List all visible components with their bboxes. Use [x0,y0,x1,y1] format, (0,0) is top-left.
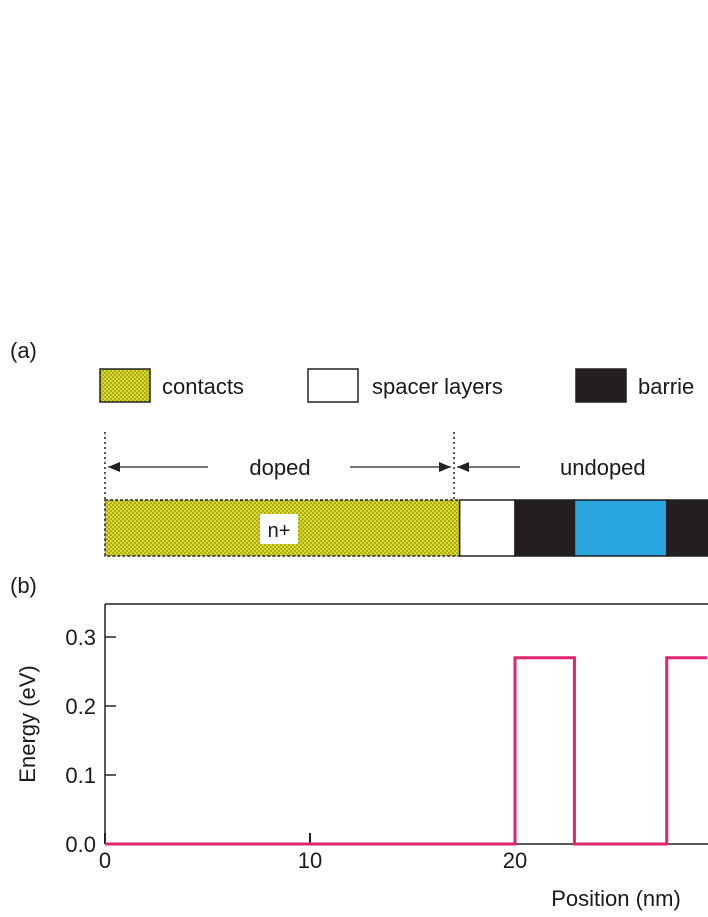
nplus-label: n+ [268,520,291,542]
undoped-arrow-head [457,462,469,472]
panel-b-label: (b) [10,573,37,598]
y-tick-label: 0.1 [65,763,96,788]
x-tick-label: 10 [298,848,322,873]
x-axis-label: Position (nm) [551,886,681,911]
y-tick-label: 0.2 [65,694,96,719]
layer-structure-bar [104,499,708,557]
legend-label-barrier: barrie [638,374,694,399]
layer-barrier-4 [665,499,708,557]
layer-barrier-2 [514,499,576,557]
legend-swatch-contacts [99,368,151,403]
legend-label-contacts: contacts [162,374,244,399]
x-axis-ticks: 010203 [99,833,527,873]
panel-a-label: (a) [10,338,37,363]
y-tick-label: 0.0 [65,832,96,857]
doping-annotation: doped undoped [104,432,646,500]
legend-swatch-barrier [575,368,627,403]
legend-label-spacer: spacer layers [372,374,503,399]
legend-swatch-spacer [307,368,359,403]
x-tick-label: 0 [99,848,111,873]
nplus-label-bg [260,514,298,544]
undoped-label: undoped [560,455,646,480]
doped-arrow-left-head [108,462,120,472]
layer-spacer-1 [458,499,516,557]
y-axis-ticks: 0.0 0.1 0.2 0.3 [65,625,116,857]
plot-area [104,603,708,845]
energy-profile-line [105,656,707,846]
doped-arrow-right-head [439,462,451,472]
legend: contacts spacer layers barrie [99,368,694,403]
y-axis-label: Energy (eV) [15,665,40,782]
layer-well-3 [573,499,668,557]
doped-label: doped [249,455,310,480]
y-tick-label: 0.3 [65,625,96,650]
x-tick-label: 20 [503,848,527,873]
